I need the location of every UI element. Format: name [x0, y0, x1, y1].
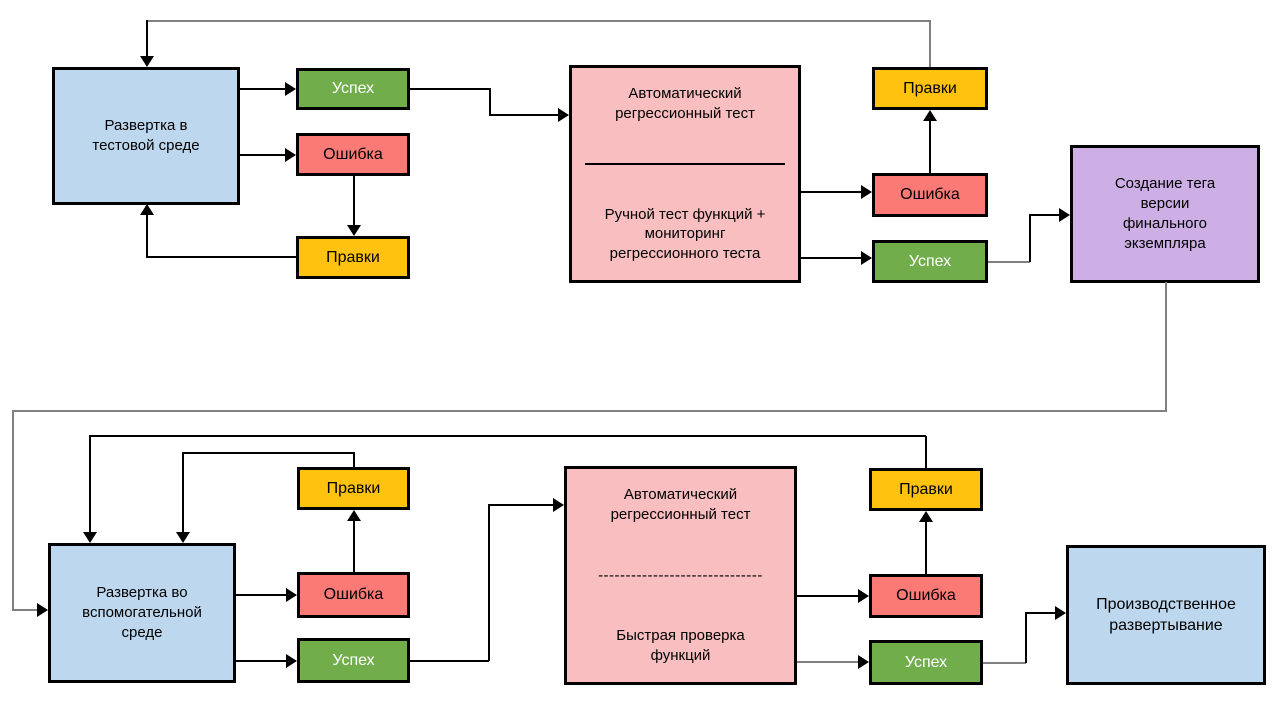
arrowhead — [285, 148, 296, 162]
connector-segment — [12, 410, 1167, 412]
connector-segment — [146, 214, 148, 257]
arrowhead — [858, 589, 869, 603]
arrowhead — [858, 655, 869, 669]
connector-segment — [489, 114, 559, 116]
connector-segment — [1165, 282, 1167, 411]
fixes-badge-3: Правки — [297, 467, 410, 510]
arrowhead — [176, 532, 190, 543]
error-badge-3: Ошибка — [297, 572, 410, 618]
connector-segment — [1025, 612, 1056, 614]
connector-segment — [925, 436, 927, 468]
connector-segment — [1029, 214, 1031, 262]
arrowhead — [923, 110, 937, 121]
arrowhead — [1055, 606, 1066, 620]
connector-segment — [988, 261, 1030, 263]
success-badge-2: Успех — [872, 240, 988, 283]
deploy-test-box: Развертка в тестовой среде — [52, 67, 240, 205]
regression-test-2-top-label: Автоматический регрессионный тест — [610, 486, 751, 523]
connector-segment — [1029, 214, 1060, 216]
arrowhead — [286, 654, 297, 668]
error-badge-1: Ошибка — [296, 133, 410, 176]
connector-segment — [488, 504, 490, 661]
connector-segment — [236, 594, 286, 596]
connector-segment — [929, 121, 931, 173]
create-tag-box: Создание тега версии финального экземпля… — [1070, 145, 1260, 283]
divider-dashes: ------------------------------ — [598, 566, 763, 584]
regression-test-1-top-label: Автоматический регрессионный тест — [615, 85, 755, 122]
connector-segment — [353, 452, 355, 467]
arrowhead — [285, 82, 296, 96]
fixes-badge-1: Правки — [296, 236, 410, 279]
connector-segment — [925, 522, 927, 574]
fixes-badge-2: Правки — [872, 67, 988, 110]
arrowhead — [347, 510, 361, 521]
arrowhead — [140, 56, 154, 67]
regression-test-2-bottom-label: Быстрая проверка функций — [616, 627, 745, 665]
production-box: Производственное развертывание — [1066, 545, 1266, 685]
deploy-staging-box: Развертка во вспомогательной среде — [48, 543, 236, 683]
connector-segment — [146, 20, 148, 58]
connector-segment — [146, 20, 931, 22]
regression-test-1-box: Автоматический регрессионный тест Ручной… — [569, 65, 801, 283]
arrowhead — [1059, 208, 1070, 222]
connector-segment — [410, 88, 490, 90]
connector-segment — [89, 435, 91, 533]
fixes-badge-4: Правки — [869, 468, 983, 511]
connector-segment — [182, 452, 354, 454]
arrowhead — [347, 225, 361, 236]
success-badge-4: Успех — [869, 640, 983, 685]
connector-segment — [240, 88, 286, 90]
arrowhead — [861, 251, 872, 265]
arrowhead — [37, 603, 48, 617]
connector-segment — [12, 609, 38, 611]
regression-test-2-box: Автоматический регрессионный тест ------… — [564, 466, 797, 685]
connector-segment — [797, 595, 858, 597]
connector-segment — [800, 257, 861, 259]
success-badge-1: Успех — [296, 68, 410, 110]
connector-segment — [12, 410, 14, 610]
divider-line — [585, 163, 785, 166]
success-badge-3: Успех — [297, 638, 410, 683]
connector-segment — [800, 191, 861, 193]
connector-segment — [89, 435, 926, 437]
error-badge-4: Ошибка — [869, 574, 983, 618]
connector-segment — [1025, 612, 1027, 663]
connector-segment — [146, 256, 297, 258]
arrowhead — [919, 511, 933, 522]
arrowhead — [558, 108, 569, 122]
connector-segment — [929, 20, 931, 67]
connector-segment — [983, 662, 1026, 664]
connector-segment — [240, 154, 286, 156]
connector-segment — [489, 88, 491, 115]
error-badge-2: Ошибка — [872, 173, 988, 217]
connector-segment — [488, 504, 554, 506]
connector-segment — [797, 661, 858, 663]
arrowhead — [553, 498, 564, 512]
arrowhead — [861, 185, 872, 199]
arrowhead — [140, 204, 154, 215]
connector-segment — [236, 660, 286, 662]
connector-segment — [410, 660, 489, 662]
arrowhead — [286, 588, 297, 602]
connector-segment — [353, 175, 355, 226]
arrowhead — [83, 532, 97, 543]
connector-segment — [353, 521, 355, 572]
connector-segment — [182, 452, 184, 533]
regression-test-1-bottom-label: Ручной тест функций + мониторинг регресс… — [604, 205, 766, 263]
